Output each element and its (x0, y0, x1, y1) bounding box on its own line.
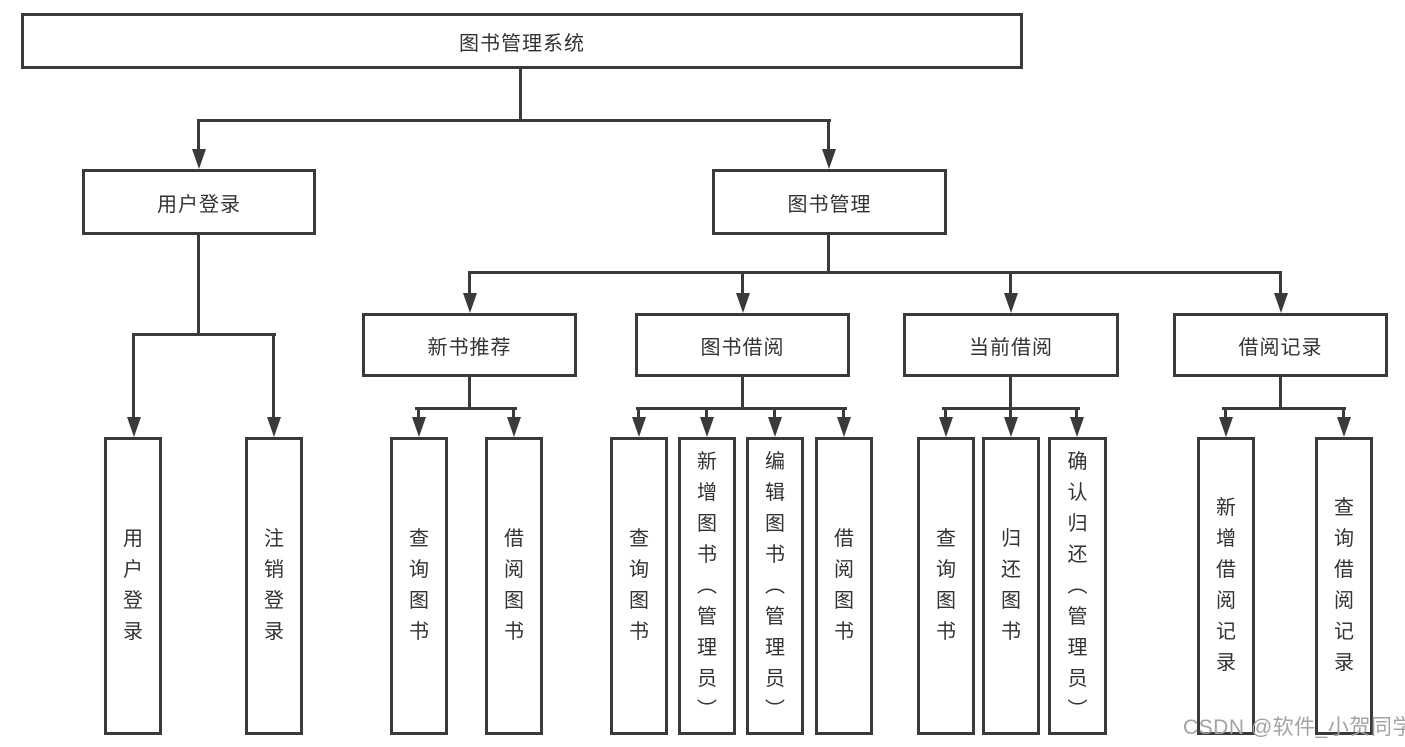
connector-line (468, 377, 471, 407)
connector-line (1075, 407, 1078, 417)
arrow-down-icon (412, 417, 426, 437)
node-label: 用户登录 (157, 193, 241, 216)
connector-line (197, 119, 831, 122)
connector-line (944, 407, 947, 417)
arrow-down-icon (192, 149, 206, 169)
leaf-user-login: 用户登录 (104, 437, 162, 735)
node-label: 图书管理 (787, 193, 872, 216)
arrow-down-icon (1004, 417, 1018, 437)
node-book-management: 图书管理 (712, 169, 947, 235)
arrow-down-icon (632, 417, 646, 437)
connector-line (637, 407, 640, 417)
arrow-down-icon (1337, 417, 1351, 437)
leaf-query-borrow-record: 查询借阅记录 (1315, 437, 1373, 735)
node-user-login: 用户登录 (82, 169, 316, 235)
connector-line (272, 333, 275, 417)
connector-line (1009, 271, 1012, 293)
connector-line (132, 333, 135, 417)
arrow-down-icon (1219, 417, 1233, 437)
arrow-down-icon (822, 149, 836, 169)
node-label: 图书借阅 (700, 336, 785, 359)
leaf-logout: 注销登录 (245, 437, 303, 735)
connector-line (197, 235, 200, 333)
arrow-down-icon (127, 417, 141, 437)
arrow-down-icon (700, 417, 714, 437)
csdn-watermark: CSDN @软件_小贺同学 (1183, 716, 1405, 739)
arrow-down-icon (463, 293, 477, 313)
arrow-down-icon (837, 417, 851, 437)
connector-line (417, 407, 420, 417)
arrow-down-icon (768, 417, 782, 437)
arrow-down-icon (736, 293, 750, 313)
connector-line (773, 407, 776, 417)
node-current-borrowing: 当前借阅 (903, 313, 1119, 377)
node-label: 新书推荐 (427, 336, 512, 359)
connector-line (842, 407, 845, 417)
connector-line (197, 119, 200, 149)
connector-line (132, 333, 276, 336)
connector-line (415, 407, 517, 410)
leaf-return-books: 归还图书 (982, 437, 1040, 735)
arrow-down-icon (1004, 293, 1018, 313)
connector-line (705, 407, 708, 417)
connector-line (1279, 377, 1282, 407)
connector-line (1009, 407, 1012, 417)
node-new-book-recommendation: 新书推荐 (362, 313, 577, 377)
node-borrowing-records: 借阅记录 (1173, 313, 1388, 377)
connector-line (1342, 407, 1345, 417)
node-label: 当前借阅 (969, 336, 1053, 359)
leaf-add-books-admin: 新增图书︵管理员︶ (678, 437, 736, 735)
leaf-query-books: 查询图书 (390, 437, 448, 735)
connector-line (1279, 271, 1282, 293)
node-label: 借阅记录 (1238, 336, 1323, 359)
connector-line (741, 377, 744, 407)
connector-line (468, 271, 471, 293)
node-book-borrowing: 图书借阅 (635, 313, 850, 377)
node-library-management-system: 图书管理系统 (21, 13, 1023, 69)
connector-line (741, 271, 744, 293)
leaf-query-books: 查询图书 (610, 437, 668, 735)
node-label: 图书管理系统 (459, 32, 585, 55)
leaf-borrow-books: 借阅图书 (485, 437, 543, 735)
leaf-confirm-return-admin: 确认归还︵管理员︶ (1048, 437, 1107, 735)
leaf-query-books: 查询图书 (917, 437, 975, 735)
arrow-down-icon (267, 417, 281, 437)
leaf-edit-books-admin: 编辑图书︵管理员︶ (746, 437, 804, 735)
arrow-down-icon (1274, 293, 1288, 313)
leaf-borrow-books: 借阅图书 (815, 437, 873, 735)
leaf-add-borrow-record: 新增借阅记录 (1197, 437, 1255, 735)
connector-line (827, 235, 830, 271)
connector-line (512, 407, 515, 417)
connector-line (827, 119, 830, 149)
arrow-down-icon (507, 417, 521, 437)
connector-line (1222, 407, 1346, 410)
connector-line (519, 69, 522, 119)
connector-line (468, 271, 1282, 274)
connector-line (1224, 407, 1227, 417)
arrow-down-icon (1070, 417, 1084, 437)
connector-line (1009, 377, 1012, 407)
arrow-down-icon (939, 417, 953, 437)
connector-line (636, 407, 847, 410)
